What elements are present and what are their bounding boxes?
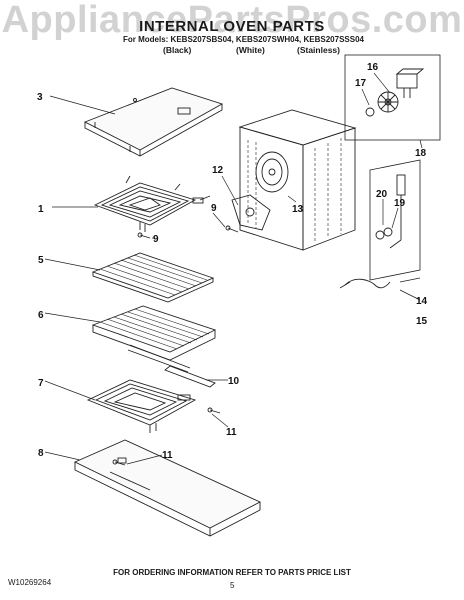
part-convection-motor xyxy=(395,68,425,98)
callout-9: 9 xyxy=(153,234,159,245)
callout-20: 20 xyxy=(376,189,388,200)
callout-14: 14 xyxy=(416,296,428,307)
callout-15: 15 xyxy=(416,316,428,327)
callout-16: 16 xyxy=(367,62,379,73)
callout-9-right: 9 xyxy=(211,203,217,214)
variant-white: (White) xyxy=(236,45,265,55)
page-number: 5 xyxy=(230,581,235,590)
variant-stainless: (Stainless) xyxy=(297,45,340,55)
callout-10: 10 xyxy=(228,376,240,387)
document-number: W10269264 xyxy=(8,578,52,587)
callout-6: 6 xyxy=(38,310,44,321)
part-bracket xyxy=(164,365,216,388)
part-oven-cavity xyxy=(238,109,357,251)
variant-black: (Black) xyxy=(163,45,192,55)
callout-1: 1 xyxy=(38,204,44,215)
part-oven-rack-lower xyxy=(91,305,217,373)
callout-7: 7 xyxy=(38,378,44,389)
callout-11-bottom: 11 xyxy=(162,450,173,461)
callout-3: 3 xyxy=(37,92,43,103)
callout-17: 17 xyxy=(355,78,367,89)
callout-12: 12 xyxy=(212,165,224,176)
callout-19: 19 xyxy=(394,198,406,209)
watermark: AppliancePartsPros.com xyxy=(1,0,463,41)
leader-lines xyxy=(44,72,423,465)
footer-ordering-info: FOR ORDERING INFORMATION REFER TO PARTS … xyxy=(113,568,351,577)
models-line: For Models: KEBS207SBS04, KEBS207SWH04, … xyxy=(123,35,364,44)
part-bottom-cover xyxy=(73,439,262,537)
callout-11: 11 xyxy=(226,427,237,438)
part-cover-panel xyxy=(83,87,224,157)
part-screw xyxy=(112,225,239,466)
part-broil-element xyxy=(93,175,211,232)
callout-8: 8 xyxy=(38,448,44,459)
part-fan-bracket xyxy=(231,194,271,231)
part-sensor-assembly xyxy=(369,159,421,281)
page-title: INTERNAL OVEN PARTS xyxy=(139,18,325,35)
callout-13: 13 xyxy=(292,204,304,215)
part-temperature-probe xyxy=(339,278,391,289)
motor-assembly-box xyxy=(344,54,441,141)
part-oven-rack-upper xyxy=(91,252,215,303)
callout-5: 5 xyxy=(38,255,44,266)
part-convection-fan xyxy=(377,91,399,113)
part-fan-nut xyxy=(365,107,375,117)
callout-18: 18 xyxy=(415,148,427,159)
part-bake-element xyxy=(86,379,197,433)
